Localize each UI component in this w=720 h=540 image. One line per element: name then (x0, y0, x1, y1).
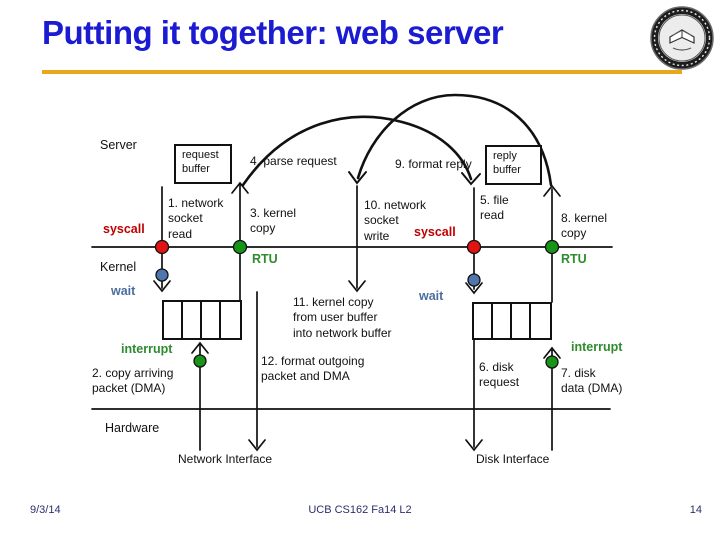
disk-request-arrow (465, 339, 483, 452)
layer-label-hardware: Hardware (105, 421, 160, 435)
syscall-dot-read (154, 239, 170, 255)
footer-page-number: 14 (689, 504, 702, 516)
interrupt-dot-left (193, 354, 207, 368)
syscall-label-left: syscall (103, 222, 145, 236)
rtu-dot-left (232, 239, 248, 255)
reply-buffer-box: reply buffer (485, 145, 542, 185)
layer-label-server: Server (100, 138, 137, 152)
footer-date: 9/3/14 (30, 504, 61, 516)
step-4-label: 4. parse request (250, 154, 337, 168)
parse-request-arrowhead (461, 172, 481, 186)
interrupt-label-right: interrupt (571, 340, 623, 354)
queue-cell (474, 304, 493, 338)
step-6-label: 6. disk request (479, 360, 520, 390)
queue-cell (202, 302, 221, 338)
layer-label-kernel: Kernel (100, 260, 137, 274)
step-8-label: 8. kernel copy (561, 211, 608, 241)
step-9-label: 9. format reply (395, 157, 472, 171)
queue-cell (531, 304, 550, 338)
queue-cell (183, 302, 202, 338)
wait-label-left: wait (111, 284, 136, 298)
page-title: Putting it together: web server (42, 14, 504, 51)
queue-cell (221, 302, 240, 338)
disk-queue-box (472, 302, 552, 340)
university-seal-icon (650, 6, 714, 70)
queue-cell (164, 302, 183, 338)
disk-interface-label: Disk Interface (476, 452, 550, 466)
kernel-copy-arrow-left (231, 181, 249, 247)
step-10-label: 10. network socket write (364, 198, 427, 243)
step-11-label: 11. kernel copy from user buffer into ne… (293, 295, 392, 340)
interrupt-dot-right (545, 355, 559, 369)
outgoing-packet-arrow (248, 291, 266, 452)
step-3-label: 3. kernel copy (250, 206, 297, 236)
step-7-label: 7. disk data (DMA) (561, 366, 623, 396)
rtu-label-left: RTU (252, 252, 278, 266)
socket-write-arrow (348, 185, 366, 293)
wait-label-right: wait (419, 289, 444, 303)
interrupt-label-left: interrupt (121, 342, 173, 356)
step-1-label: 1. network socket read (168, 196, 224, 241)
step-12-label: 12. format outgoing packet and DMA (261, 354, 365, 384)
wait-dot-right (467, 273, 481, 287)
kernel-copy-arrow-right (543, 184, 561, 247)
step-2-label: 2. copy arriving packet (DMA) (92, 366, 174, 396)
rtu-label-right: RTU (561, 252, 587, 266)
network-queue-box (162, 300, 242, 340)
title-underline (42, 70, 682, 74)
queue-cell (493, 304, 512, 338)
rtu-dot-right (544, 239, 560, 255)
seal-banner (672, 47, 692, 51)
format-reply-curve (356, 93, 553, 187)
parse-request-curve (241, 115, 473, 187)
queue-cell (512, 304, 531, 338)
wait-dot-left (155, 268, 169, 282)
step-5-label: 5. file read (480, 193, 509, 223)
request-buffer-box: request buffer (174, 144, 232, 184)
syscall-dot-fileread (466, 239, 482, 255)
network-interface-label: Network Interface (178, 452, 273, 466)
format-reply-arrowhead (348, 171, 367, 185)
footer-course: UCB CS162 Fa14 L2 (308, 504, 412, 516)
syscall-label-right: syscall (414, 225, 456, 239)
